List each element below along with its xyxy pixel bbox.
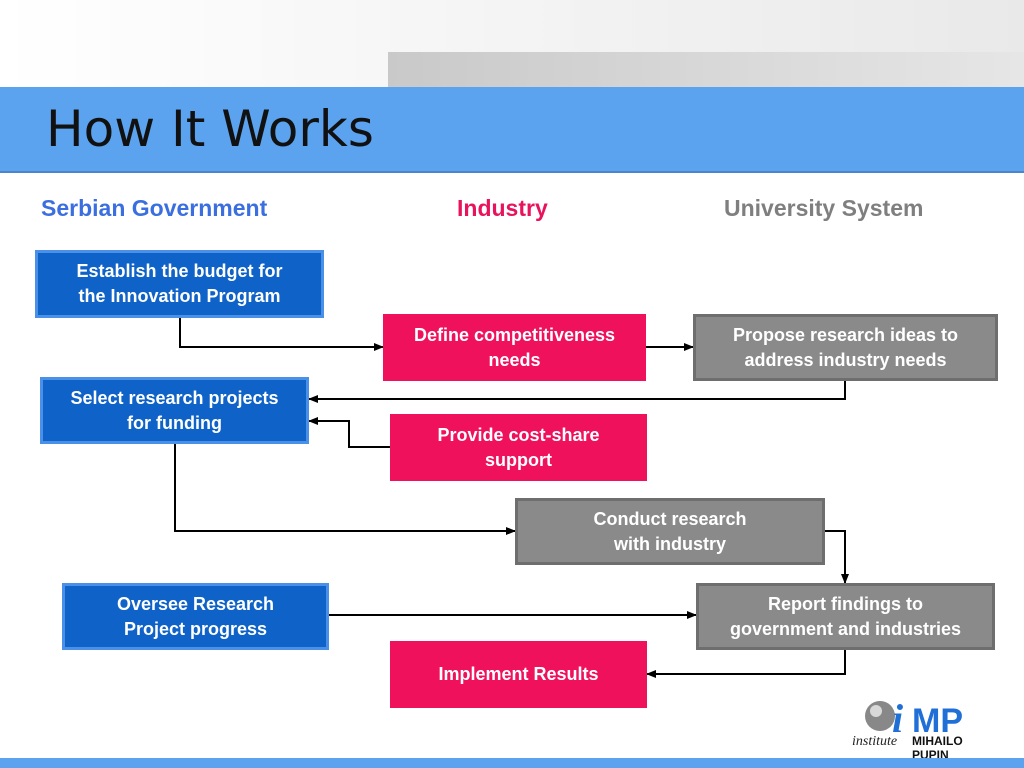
page-title: How It Works <box>46 100 374 158</box>
step-conduct-research: Conduct research with industry <box>515 498 825 565</box>
step-propose-ideas: Propose research ideas to address indust… <box>693 314 998 381</box>
step-cost-share: Provide cost-share support <box>390 414 647 481</box>
title-bar <box>0 87 1024 173</box>
svg-text:MP: MP <box>912 702 963 736</box>
svg-text:i: i <box>892 696 903 736</box>
institute-logo: i MP institute MIHAILO PUPIN <box>852 688 1002 762</box>
step-implement-results: Implement Results <box>390 641 647 708</box>
step-establish-budget: Establish the budget for the Innovation … <box>35 250 324 318</box>
arrow-select-to-conduct <box>174 444 516 535</box>
footer-bar <box>0 758 1024 768</box>
imp-logo-mark: i MP <box>865 696 963 741</box>
step-select-projects: Select research projects for funding <box>40 377 309 444</box>
column-header-government: Serbian Government <box>41 195 268 221</box>
step-report-findings: Report findings to government and indust… <box>696 583 995 650</box>
column-header-industry: Industry <box>457 195 548 221</box>
arrow-report-to-implement <box>646 649 846 678</box>
column-header-university: University System <box>724 195 924 221</box>
step-oversee-progress: Oversee Research Project progress <box>62 583 329 650</box>
header-accent-tab <box>388 52 1024 88</box>
step-define-needs: Define competitiveness needs <box>383 314 646 381</box>
arrow-conduct-to-report <box>825 530 849 584</box>
arrow-costshare-to-select <box>308 417 390 448</box>
arrow-propose-to-select <box>308 381 846 403</box>
arrow-budget-to-define <box>179 318 384 351</box>
logo-institute-text: institute <box>852 734 898 749</box>
